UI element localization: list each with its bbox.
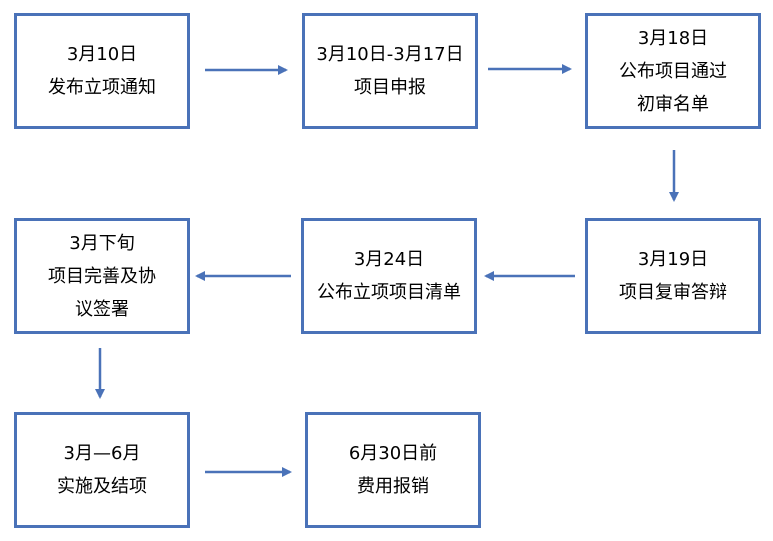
step-4-line-2: 项目复审答辩 <box>619 282 727 303</box>
step-1-line-1: 3月10日 <box>66 44 138 65</box>
step-2-line-1: 3月10日-3月17日 <box>316 44 464 65</box>
step-6-line-1: 3月下旬 <box>69 232 135 254</box>
step-7-line-2: 实施及结项 <box>57 476 147 497</box>
step-8-line-2: 费用报销 <box>357 476 429 497</box>
step-8-line-1: 6月30日前 <box>348 443 438 464</box>
step-3-line-3: 初审名单 <box>637 93 709 115</box>
step-6-line-3: 议签署 <box>75 298 129 320</box>
step-7-line-1: 3月—6月 <box>63 443 141 464</box>
step-box-5: 3月24日 公布立项项目清单 <box>301 218 477 334</box>
step-6-line-2: 项目完善及协 <box>48 265 156 287</box>
step-5-line-1: 3月24日 <box>353 249 425 270</box>
step-box-8: 6月30日前 费用报销 <box>305 412 481 528</box>
step-3-line-2: 公布项目通过 <box>619 60 727 82</box>
step-3-line-1: 3月18日 <box>637 27 709 49</box>
step-box-1: 3月10日 发布立项通知 <box>14 13 190 129</box>
step-4-line-1: 3月19日 <box>637 249 709 270</box>
step-2-line-2: 项目申报 <box>354 77 426 98</box>
step-box-3: 3月18日 公布项目通过 初审名单 <box>585 13 761 129</box>
step-1-line-2: 发布立项通知 <box>48 77 156 98</box>
step-box-7: 3月—6月 实施及结项 <box>14 412 190 528</box>
step-box-2: 3月10日-3月17日 项目申报 <box>302 13 478 129</box>
step-box-6: 3月下旬 项目完善及协 议签署 <box>14 218 190 334</box>
step-box-4: 3月19日 项目复审答辩 <box>585 218 761 334</box>
step-5-line-2: 公布立项项目清单 <box>317 282 461 303</box>
